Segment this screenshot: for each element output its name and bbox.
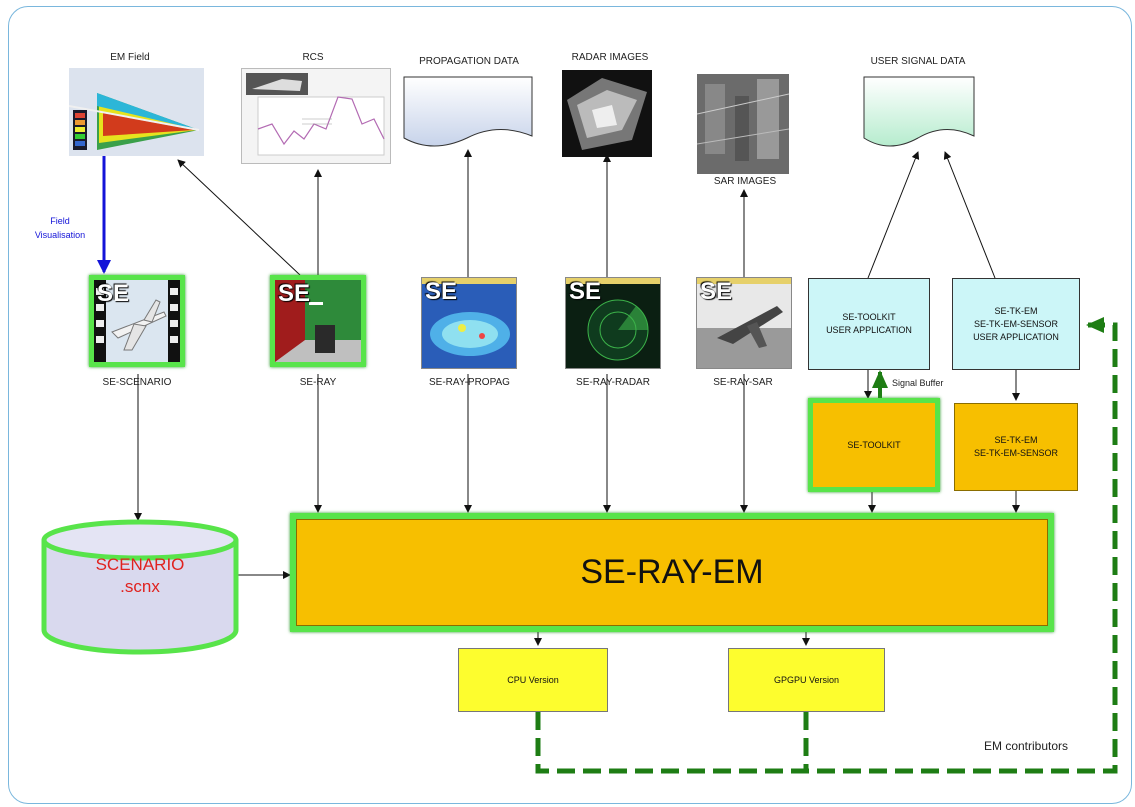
signal-buffer-label: Signal Buffer [892, 378, 944, 388]
field-visualisation-label: Field Visualisation [34, 216, 86, 240]
se-ray-em-title: SE-RAY-EM [580, 553, 764, 591]
gpgpu-version-box[interactable]: GPGPU Version [728, 648, 885, 712]
se-scenario-engine[interactable]: SE [89, 275, 185, 367]
se-ray-radar-engine[interactable]: SE [565, 277, 661, 369]
em-contributors-label: EM contributors [984, 739, 1069, 753]
arrow-toolkit-usersignal [867, 151, 920, 279]
em-field-label: EM Field [110, 52, 150, 63]
se-logo-text: SE [278, 280, 311, 307]
se-ray-label: SE-RAY [299, 377, 337, 388]
se-scenario-label: SE-SCENARIO [102, 377, 172, 388]
rcs-label: RCS [302, 52, 324, 63]
arrow-seray-emfield [177, 159, 301, 276]
se-tk-em-box[interactable]: SE-TK-EM SE-TK-EM-SENSOR [954, 403, 1078, 491]
se-ray-engine[interactable]: SE [270, 275, 366, 367]
sar-images-label: SAR IMAGES [700, 176, 790, 187]
gpgpu-version-text: GPGPU Version [773, 674, 840, 685]
em-field-image [69, 68, 204, 156]
rcs-chart-image [241, 68, 391, 164]
se-logo-text: SE [700, 278, 733, 305]
se-ray-em-main-box[interactable]: SE-RAY-EM [290, 513, 1054, 632]
se-ray-propag-engine[interactable]: SE [421, 277, 517, 369]
radar-images-label: RADAR IMAGES [571, 52, 649, 63]
propagation-data-label: PROPAGATION DATA [419, 56, 519, 67]
cpu-version-box[interactable]: CPU Version [458, 648, 608, 712]
se-logo-text: SE [569, 278, 602, 305]
se-toolkit-box[interactable]: SE-TOOLKIT [808, 398, 940, 492]
se-ray-propag-label: SE-RAY-PROPAG [429, 377, 510, 388]
user-signal-data-label: USER SIGNAL DATA [870, 56, 966, 67]
se-logo-text: SE [97, 280, 130, 307]
se-ray-sar-engine[interactable]: SE [696, 277, 792, 369]
user-signal-data-doc [863, 76, 975, 148]
propagation-data-doc [403, 76, 533, 148]
se-ray-sar-label: SE-RAY-SAR [713, 377, 773, 388]
em-contributors-path [535, 317, 1118, 774]
se-toolkit-text: SE-TOOLKIT [847, 439, 901, 450]
cpu-version-text: CPU Version [507, 674, 559, 685]
se-logo-text: SE [425, 278, 458, 305]
sar-image [697, 74, 789, 174]
arrow-tkem-usersignal [943, 151, 996, 279]
se-ray-radar-label: SE-RAY-RADAR [576, 377, 650, 388]
scenario-database[interactable]: SCENARIO .scnx [40, 518, 240, 658]
radar-image [562, 70, 652, 157]
se-tk-em-user-app-box[interactable]: SE-TK-EM SE-TK-EM-SENSOR USER APPLICATIO… [952, 278, 1080, 370]
se-tk-em-user-app-text: SE-TK-EM SE-TK-EM-SENSOR USER APPLICATIO… [973, 305, 1059, 342]
se-tk-em-text: SE-TK-EM SE-TK-EM-SENSOR [973, 435, 1058, 458]
se-toolkit-user-app-text: SE-TOOLKIT USER APPLICATION [826, 312, 912, 335]
se-toolkit-user-app-box[interactable]: SE-TOOLKIT USER APPLICATION [808, 278, 930, 370]
scenario-db-label: SCENARIO .scnx [95, 555, 185, 596]
